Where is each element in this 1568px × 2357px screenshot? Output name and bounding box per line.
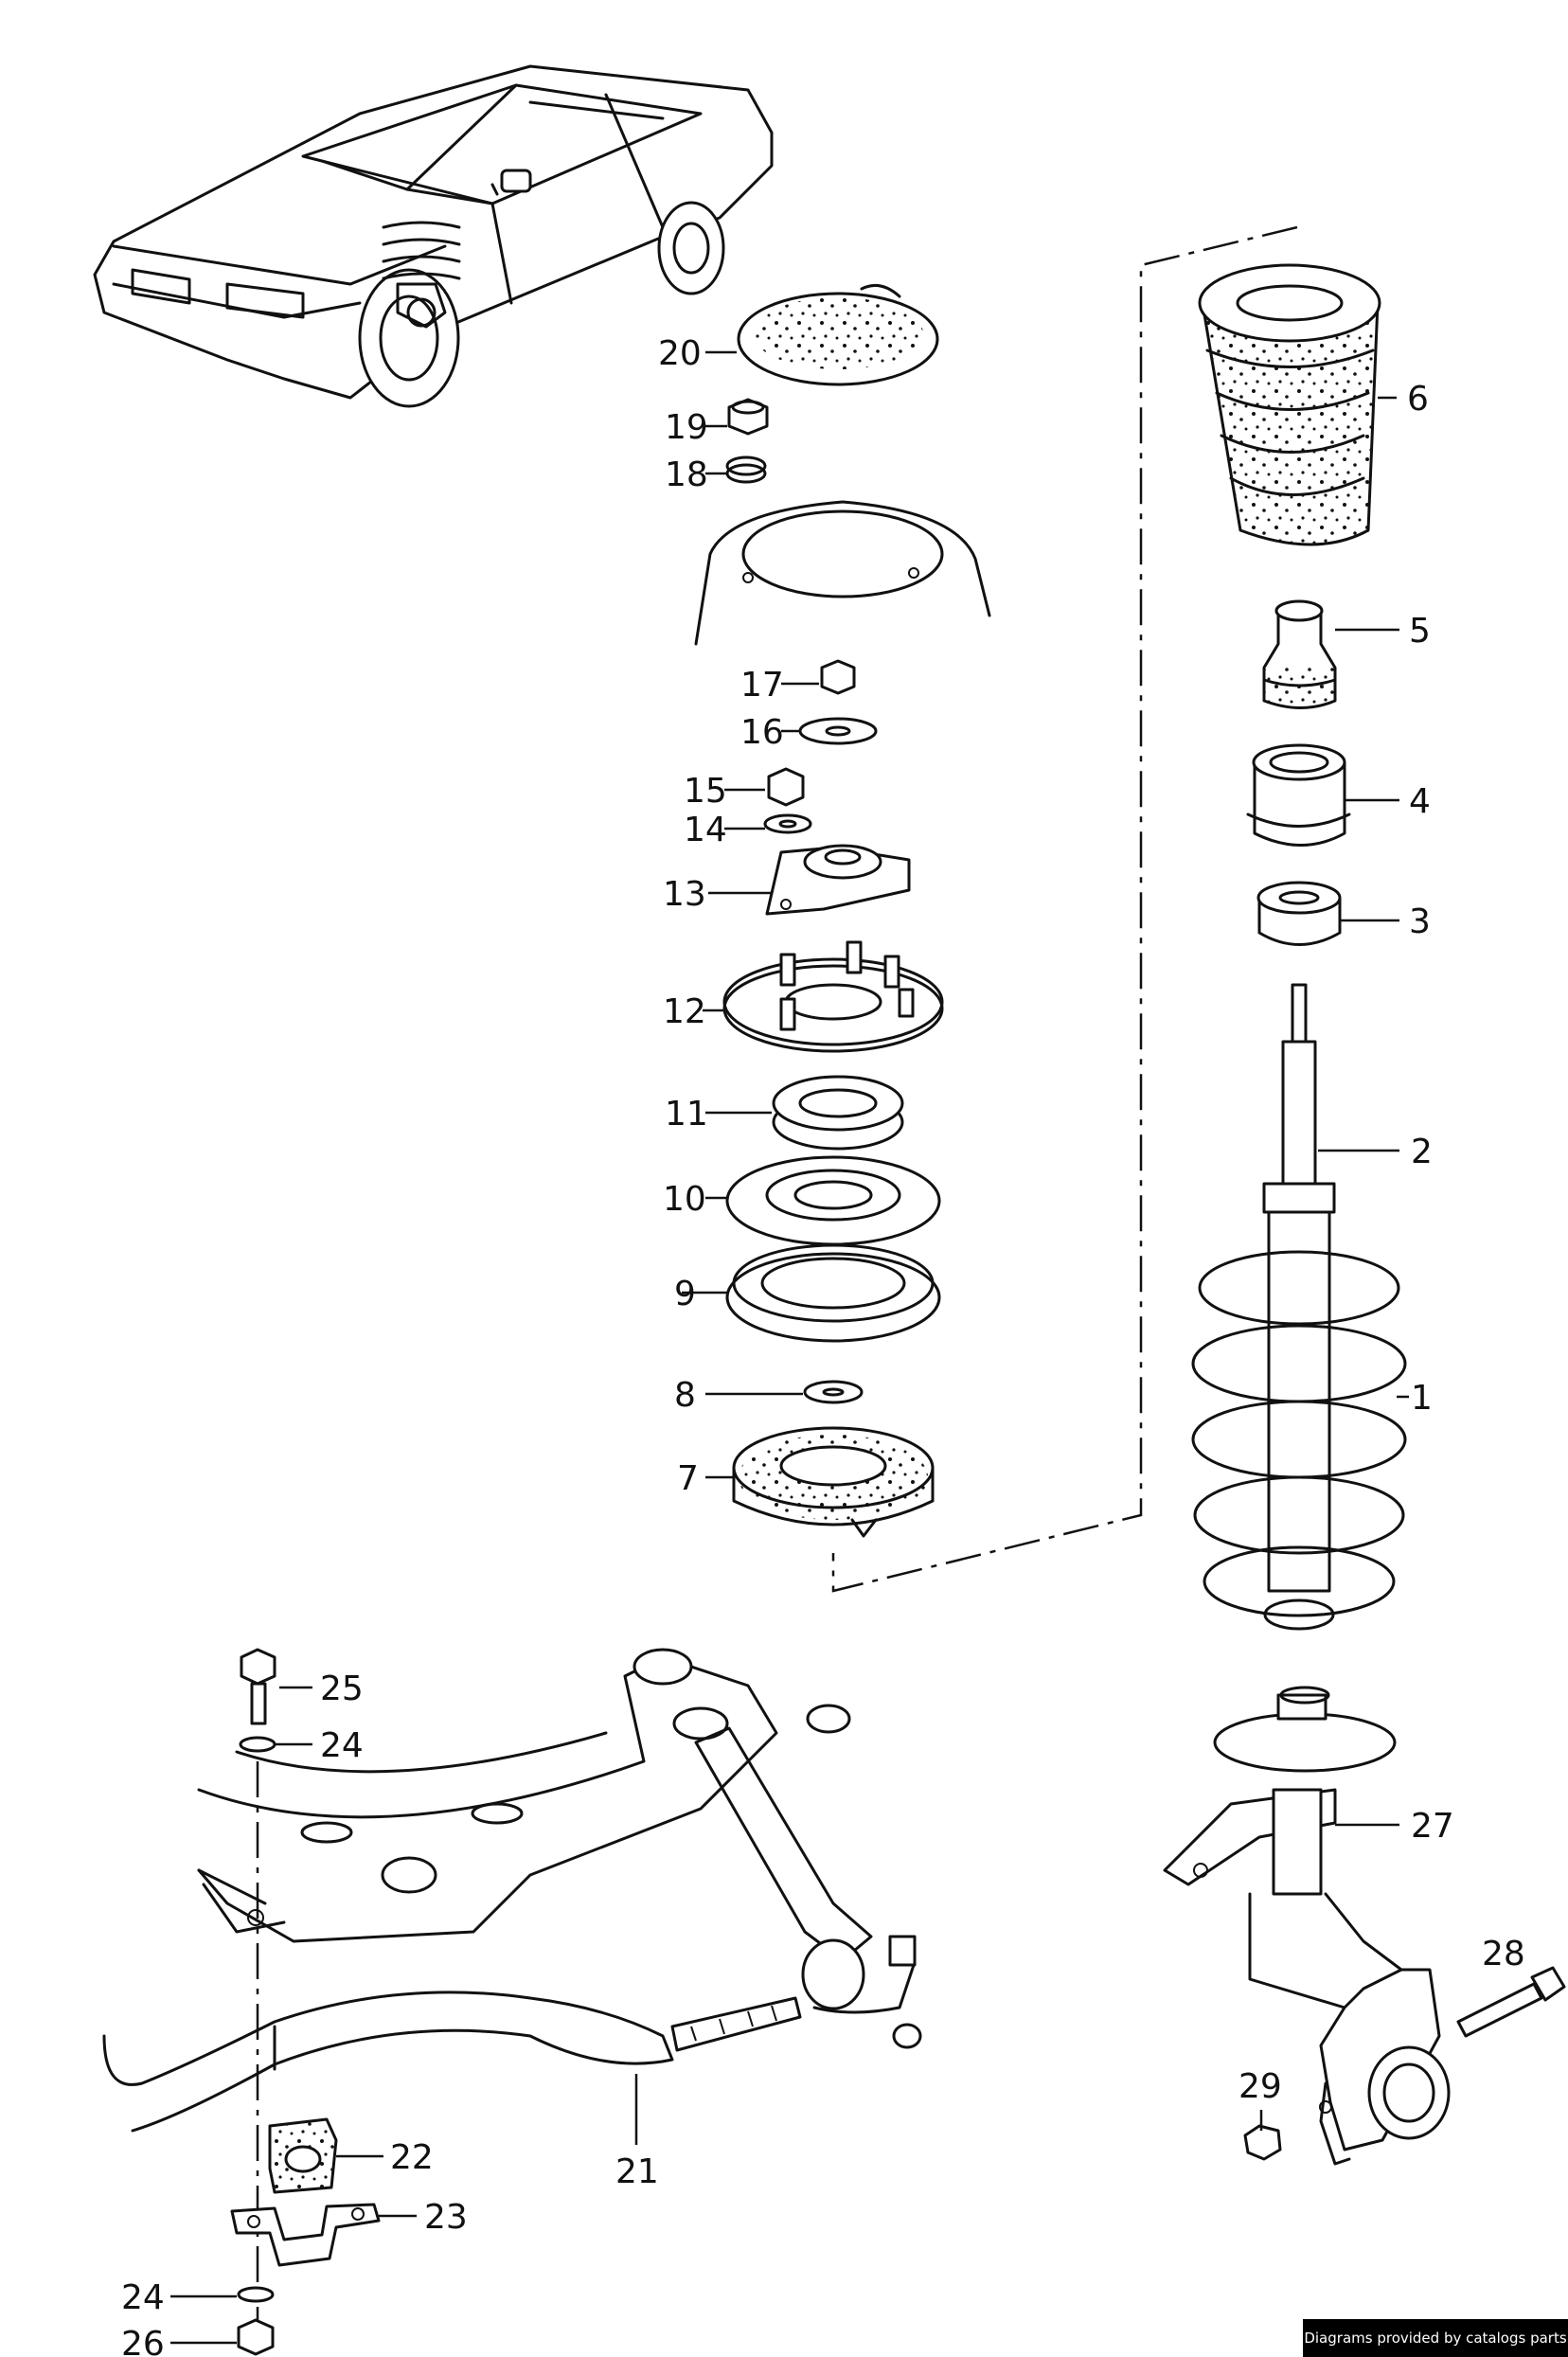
label-19: 19	[665, 408, 708, 447]
part-28-bolt	[1456, 1966, 1566, 2038]
part-11-bearing	[772, 1075, 904, 1151]
part-26-nut	[237, 2318, 275, 2356]
part-2-shock-absorber	[1262, 983, 1336, 1631]
label-1: 1	[1411, 1379, 1433, 1418]
label-16: 16	[740, 713, 784, 752]
label-18: 18	[665, 455, 708, 494]
label-15: 15	[684, 772, 727, 811]
label-6: 6	[1407, 380, 1429, 419]
part-6-dust-boot	[1198, 263, 1381, 546]
label-24-bottom: 24	[121, 2278, 165, 2317]
part-17-nut	[820, 659, 856, 695]
part-1-coil-spring	[1191, 1250, 1407, 1617]
part-4-sleeve	[1246, 743, 1351, 847]
steering-knuckle	[1248, 1892, 1451, 2166]
label-27: 27	[1411, 1807, 1454, 1846]
label-12: 12	[663, 992, 706, 1031]
part-10-spring-seat	[725, 1155, 941, 1246]
label-3: 3	[1409, 902, 1431, 941]
part-29-nut	[1243, 2124, 1282, 2161]
control-arm	[694, 1726, 922, 2049]
part-24-washer-bottom	[237, 2286, 275, 2303]
part-27-strut-mount	[1163, 1686, 1397, 1896]
label-8: 8	[674, 1376, 696, 1415]
label-7: 7	[677, 1459, 699, 1498]
part-15-nut	[767, 767, 805, 807]
label-10: 10	[663, 1180, 706, 1219]
part-14-washer	[763, 813, 812, 834]
part-8-washer	[803, 1380, 864, 1404]
part-19-nut	[727, 398, 769, 436]
callout-labels: 1 2 3 4 5 6 7 8 9 10 11 12 13 14 15 16 1…	[121, 334, 1525, 2357]
label-21: 21	[615, 2152, 659, 2191]
label-24-top: 24	[320, 1726, 364, 1765]
label-28: 28	[1482, 1935, 1525, 1973]
label-22: 22	[390, 2138, 434, 2177]
label-23: 23	[424, 2198, 468, 2237]
part-22-bushing	[268, 2117, 338, 2194]
part-21-stabilizer-bar	[102, 1991, 802, 2133]
part-25-bolt	[240, 1648, 276, 1725]
part-3-cap	[1256, 881, 1342, 946]
body-mounting-panel	[694, 500, 991, 646]
label-25: 25	[320, 1670, 364, 1708]
label-2: 2	[1411, 1133, 1433, 1171]
part-12-stud-plate	[722, 940, 944, 1053]
car-illustration	[93, 64, 774, 408]
credit-banner: Diagrams provided by catalogs parts	[1303, 2319, 1568, 2357]
part-9-spring-plate	[725, 1243, 941, 1343]
part-5-bump-stop	[1262, 599, 1337, 709]
part-24-washer-top	[239, 1736, 276, 1753]
label-20: 20	[658, 334, 702, 373]
part-13-mount-plate	[765, 844, 911, 916]
label-14: 14	[684, 811, 727, 849]
label-11: 11	[665, 1095, 708, 1134]
label-9: 9	[674, 1275, 696, 1313]
assembly-bracket	[831, 225, 1298, 1593]
label-4: 4	[1409, 782, 1431, 821]
part-23-clamp	[230, 2203, 381, 2267]
label-29: 29	[1238, 2067, 1282, 2106]
subframe	[197, 1648, 851, 1943]
part-18-ring	[725, 455, 767, 484]
part-7-rubber-pad	[732, 1426, 935, 1538]
leader-lines	[170, 350, 1409, 2345]
label-13: 13	[663, 875, 706, 914]
label-5: 5	[1409, 612, 1431, 651]
part-20-strut-cover	[737, 283, 939, 386]
label-17: 17	[740, 666, 784, 705]
label-26: 26	[121, 2325, 165, 2357]
part-16-washer	[798, 717, 878, 745]
